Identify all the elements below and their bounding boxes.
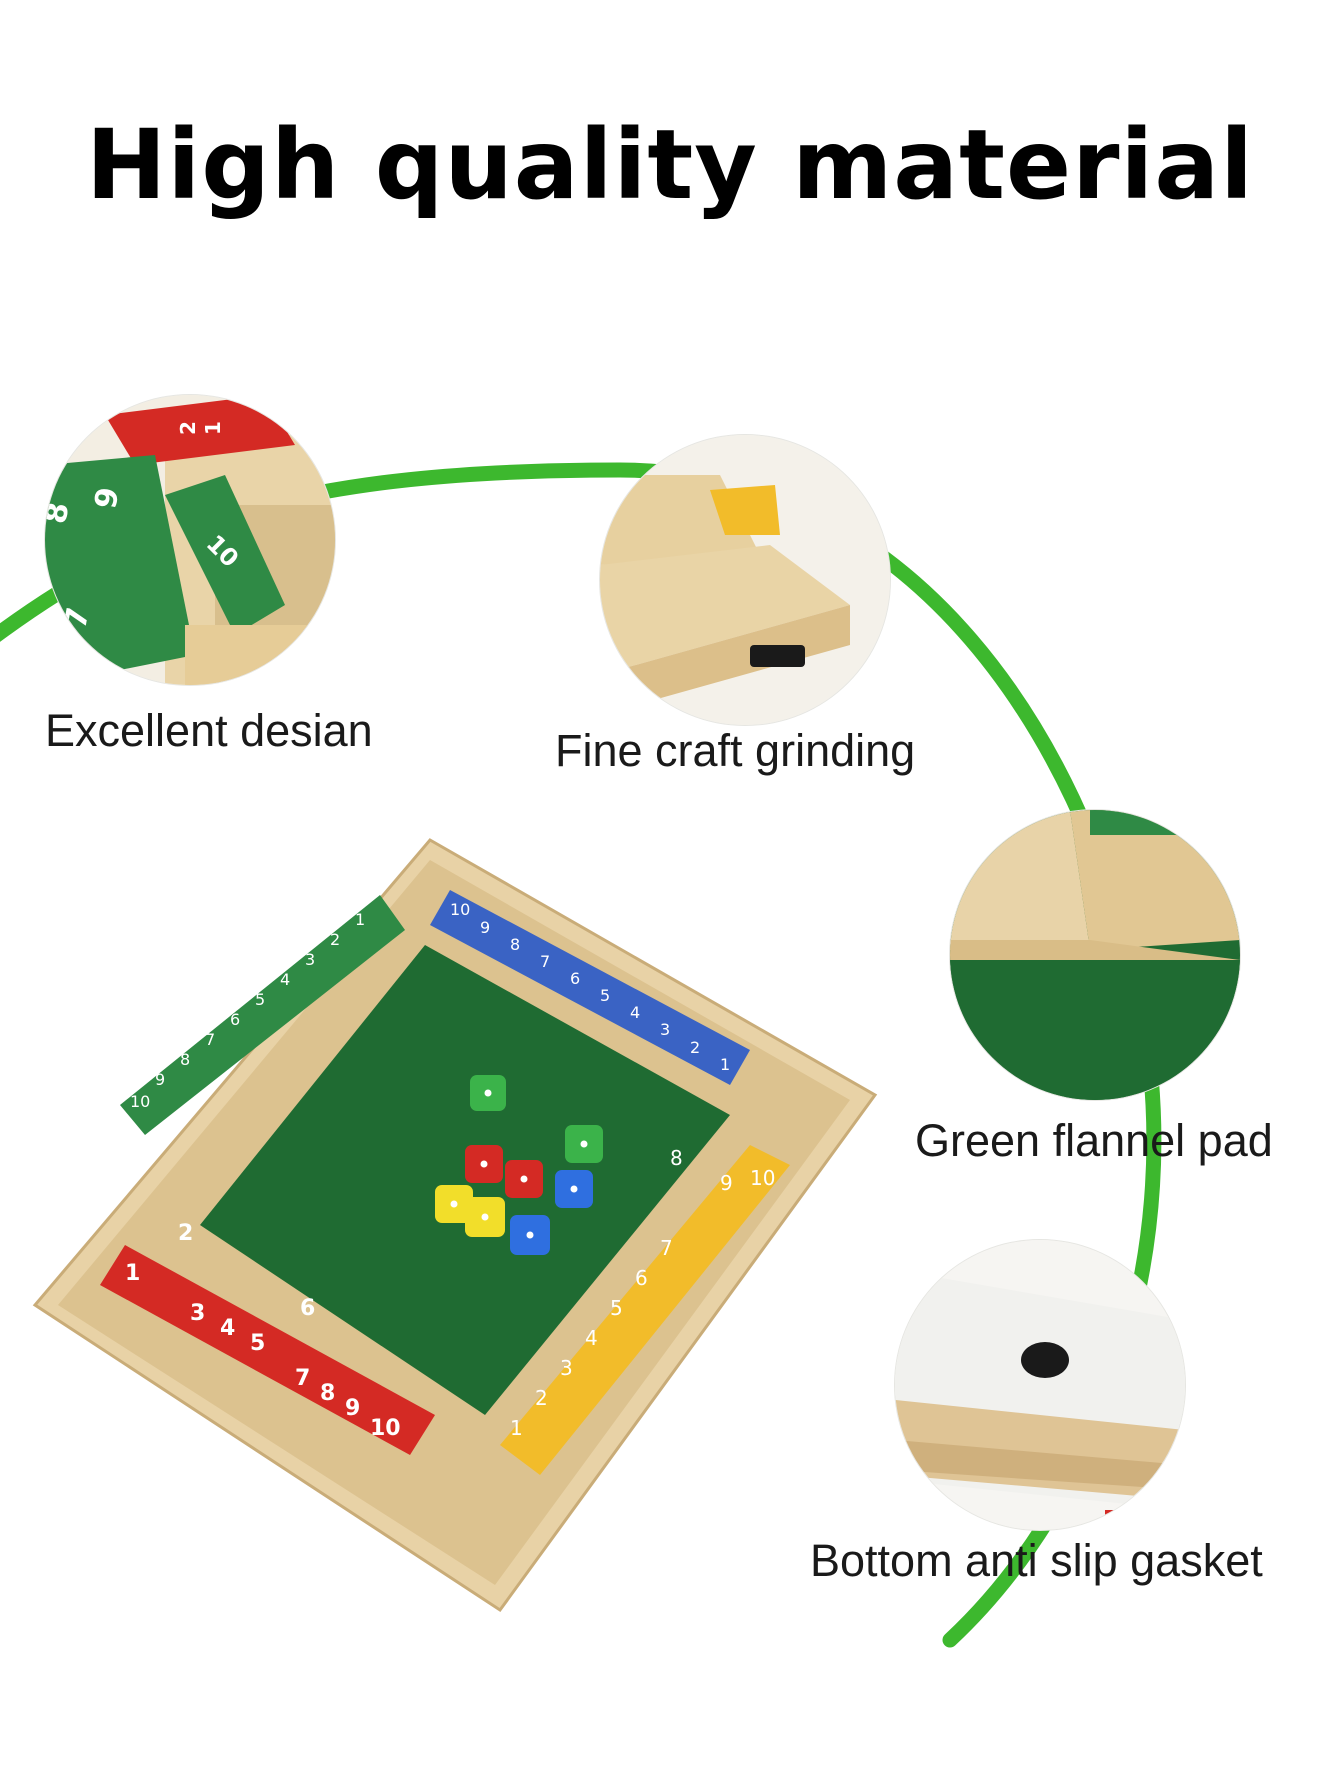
flannel-detail-image [950,810,1240,1100]
svg-text:9: 9 [720,1171,733,1195]
headline: High quality material [85,109,1255,221]
game-board-image: 1 2 3 4 5 6 7 8 9 10 1 2 3 4 5 6 7 8 9 1… [32,838,878,1613]
svg-text:9: 9 [480,918,490,937]
svg-text:6: 6 [635,1266,648,1290]
grinding-detail-image [600,435,890,725]
svg-text:9: 9 [345,1396,360,1421]
svg-text:2: 2 [535,1386,548,1410]
tile-label: 2 [176,421,200,435]
svg-text:4: 4 [585,1326,598,1350]
svg-text:5: 5 [610,1296,623,1320]
svg-text:1: 1 [355,910,365,929]
svg-text:9: 9 [155,1070,165,1089]
detail-circle-flannel [950,810,1240,1100]
svg-text:3: 3 [660,1020,670,1039]
blue-tile-row: 1 2 3 4 5 6 7 8 9 10 [430,890,750,1085]
detail-circle-design: 8 9 10 7 2 1 [45,395,335,685]
green-tile-row: 1 2 3 4 5 6 7 8 9 10 [120,895,405,1135]
tile-label: 1 [201,421,225,435]
svg-text:3: 3 [190,1301,205,1326]
svg-text:5: 5 [255,990,265,1009]
gasket-detail-image [895,1240,1185,1530]
svg-text:1: 1 [125,1261,140,1286]
feature-label-flannel: Green flannel pad [915,1115,1273,1166]
svg-text:2: 2 [690,1038,700,1057]
detail-circle-gasket [895,1240,1185,1530]
svg-text:8: 8 [510,935,520,954]
svg-text:7: 7 [205,1030,215,1049]
svg-text:7: 7 [660,1236,673,1260]
feature-label-gasket: Bottom anti slip gasket [810,1535,1263,1586]
design-detail-image: 8 9 10 7 2 1 [45,395,335,685]
svg-text:10: 10 [130,1092,150,1111]
svg-text:6: 6 [300,1296,315,1321]
red-tile-row: 1 2 3 4 5 6 7 8 9 10 [100,1221,435,1455]
svg-text:4: 4 [220,1316,235,1341]
svg-text:8: 8 [670,1146,683,1170]
felt-pad [200,945,730,1415]
svg-text:7: 7 [540,952,550,971]
svg-text:6: 6 [570,969,580,988]
svg-text:1: 1 [510,1416,523,1440]
svg-text:8: 8 [320,1381,335,1406]
svg-text:7: 7 [295,1366,310,1391]
svg-text:3: 3 [560,1356,573,1380]
svg-text:10: 10 [750,1166,775,1190]
svg-text:3: 3 [305,950,315,969]
svg-text:5: 5 [600,986,610,1005]
svg-text:10: 10 [370,1416,401,1441]
svg-text:5: 5 [250,1331,265,1356]
feature-label-design: Excellent desian [45,705,373,756]
svg-text:6: 6 [230,1010,240,1029]
dice-group [435,1075,603,1255]
svg-text:2: 2 [178,1221,193,1246]
svg-text:1: 1 [720,1055,730,1074]
svg-text:8: 8 [180,1050,190,1069]
svg-text:2: 2 [330,930,340,949]
svg-text:4: 4 [630,1003,640,1022]
svg-text:4: 4 [280,970,290,989]
svg-text:10: 10 [450,900,470,919]
feature-label-grinding: Fine craft grinding [555,725,916,776]
yellow-tile-row: 1 2 3 4 5 6 7 8 9 10 [500,1145,790,1475]
detail-circle-grinding [600,435,890,725]
